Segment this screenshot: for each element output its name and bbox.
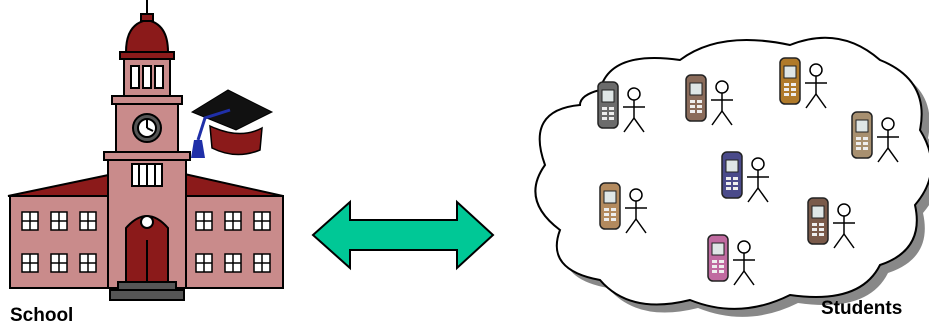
double-arrow-icon <box>311 199 495 271</box>
stick-figure-icon <box>877 117 899 163</box>
student-item <box>851 111 899 163</box>
students-label: Students <box>821 298 903 319</box>
stick-figure-icon <box>747 157 769 203</box>
stick-figure-icon <box>625 188 647 234</box>
school-label: School <box>10 305 74 326</box>
student-item <box>779 57 827 109</box>
student-item <box>707 234 755 286</box>
students-group <box>597 57 899 286</box>
stick-figure-icon <box>623 87 645 133</box>
mobile-phone-icon <box>851 111 873 159</box>
student-item <box>685 74 733 126</box>
mobile-phone-icon <box>599 182 621 230</box>
mobile-phone-icon <box>779 57 801 105</box>
mobile-phone-icon <box>685 74 707 122</box>
mobile-phone-icon <box>807 197 829 245</box>
mobile-phone-icon <box>597 81 619 129</box>
student-item <box>599 182 647 234</box>
stick-figure-icon <box>805 63 827 109</box>
student-item <box>597 81 645 133</box>
stick-figure-icon <box>833 203 855 249</box>
school-windows <box>21 211 271 273</box>
student-item <box>807 197 855 249</box>
graduation-cap-icon <box>190 89 274 158</box>
stick-figure-icon <box>711 80 733 126</box>
mobile-phone-icon <box>721 151 743 199</box>
mobile-phone-icon <box>707 234 729 282</box>
stick-figure-icon <box>733 240 755 286</box>
student-item <box>721 151 769 203</box>
